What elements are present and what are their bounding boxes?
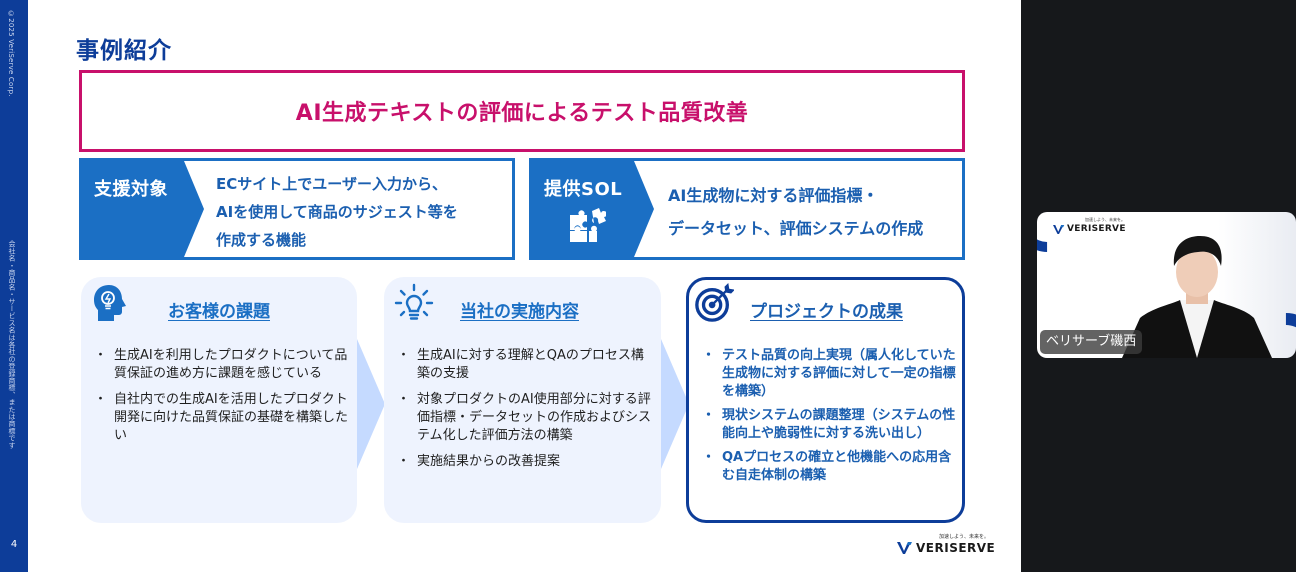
panel-title: お客様の課題 — [168, 302, 270, 322]
logo-slogan: 加速しよう、未来を。 — [939, 534, 990, 540]
flow-arrow — [357, 339, 385, 469]
headline-box: AI生成テキストの評価によるテスト品質改善 — [79, 70, 965, 152]
support-target-tag — [82, 161, 204, 257]
list-item: 生成AIを利用したプロダクトについて品質保証の進め方に課題を感じている — [94, 347, 352, 383]
target-icon — [695, 283, 734, 322]
list-item: 生成AIに対する理解とQAのプロセス構築の支援 — [397, 347, 655, 383]
head-lightbulb-icon — [94, 285, 126, 321]
list-item: 実施結果からの改善提案 — [397, 453, 655, 471]
provided-solution-description: AI生成物に対する評価指標・ データセット、評価システムの作成 — [668, 186, 924, 238]
flow-arrow — [661, 339, 689, 469]
panel-title: プロジェクトの成果 — [750, 302, 903, 322]
panel-title: 当社の実施内容 — [460, 302, 579, 322]
bullet-list: 生成AIを利用したプロダクトについて品質保証の進め方に課題を感じている 自社内で… — [94, 347, 352, 453]
page-number: 4 — [10, 539, 18, 550]
headline-text: AI生成テキストの評価によるテスト品質改善 — [295, 101, 749, 126]
list-item: 現状システムの課題整理（システムの性能向上や脆弱性に対する洗い出し） — [702, 407, 961, 443]
list-item: 対象プロダクトのAI使用部分に対する評価指標・データセットの作成およびシステム化… — [397, 391, 655, 445]
trademark-notice: 会社名・商品名・サービス名は各社の登録商標、または商標です — [8, 240, 16, 449]
project-results-panel: プロジェクトの成果 テスト品質の向上実現（属人化していた生成物に対する評価に対し… — [686, 277, 965, 523]
logo-brand: VERISERVE — [897, 541, 995, 555]
list-item: QAプロセスの確立と他機能への応用含む自走体制の構築 — [702, 449, 961, 485]
veriserve-mark-icon — [1053, 224, 1065, 234]
customer-issues-panel: お客様の課題 生成AIを利用したプロダクトについて品質保証の進め方に課題を感じて… — [81, 277, 357, 523]
veriserve-mark-icon — [897, 542, 912, 554]
bullet-list: テスト品質の向上実現（属人化していた生成物に対する評価に対して一定の指標を構築）… — [702, 347, 961, 491]
support-target-box: 支援対象 ECサイト上でユーザー入力から、 AIを使用して商品のサジェスト等を … — [79, 158, 515, 260]
lightbulb-icon — [394, 283, 434, 320]
copyright-text: ©2025 VeriServe Corp. — [7, 10, 15, 97]
support-target-description: ECサイト上でユーザー入力から、 AIを使用して商品のサジェスト等を 作成する機… — [216, 175, 458, 249]
our-actions-panel: 当社の実施内容 生成AIに対する理解とQAのプロセス構築の支援 対象プロダクトの… — [384, 277, 661, 523]
bullet-list: 生成AIに対する理解とQAのプロセス構築の支援 対象プロダクトのAI使用部分に対… — [397, 347, 655, 479]
provided-solution-label: 提供SOL — [544, 179, 623, 200]
list-item: テスト品質の向上実現（属人化していた生成物に対する評価に対して一定の指標を構築） — [702, 347, 961, 401]
participant-name-tag: ベリサーブ磯西 — [1040, 330, 1143, 354]
slide-title: 事例紹介 — [76, 38, 172, 64]
participant-video — [1122, 236, 1272, 358]
side-strip: ©2025 VeriServe Corp. 会社名・商品名・サービス名は各社の登… — [0, 0, 28, 572]
puzzle-icon — [570, 208, 606, 242]
participant-video-tile[interactable]: 加速しよう、未来を。 VERISERVE ベリサーブ磯西 — [1037, 212, 1296, 358]
list-item: 自社内での生成AIを活用したプロダクト開発に向けた品質保証の基礎を構築したい — [94, 391, 352, 445]
presentation-slide: ©2025 VeriServe Corp. 会社名・商品名・サービス名は各社の登… — [0, 0, 1021, 572]
provided-solution-box: 提供SOL AI生成物に対する評価指標・ データセット、評価システムの作成 — [529, 158, 965, 260]
background-decoration — [1037, 212, 1090, 265]
support-target-label: 支援対象 — [94, 179, 168, 200]
